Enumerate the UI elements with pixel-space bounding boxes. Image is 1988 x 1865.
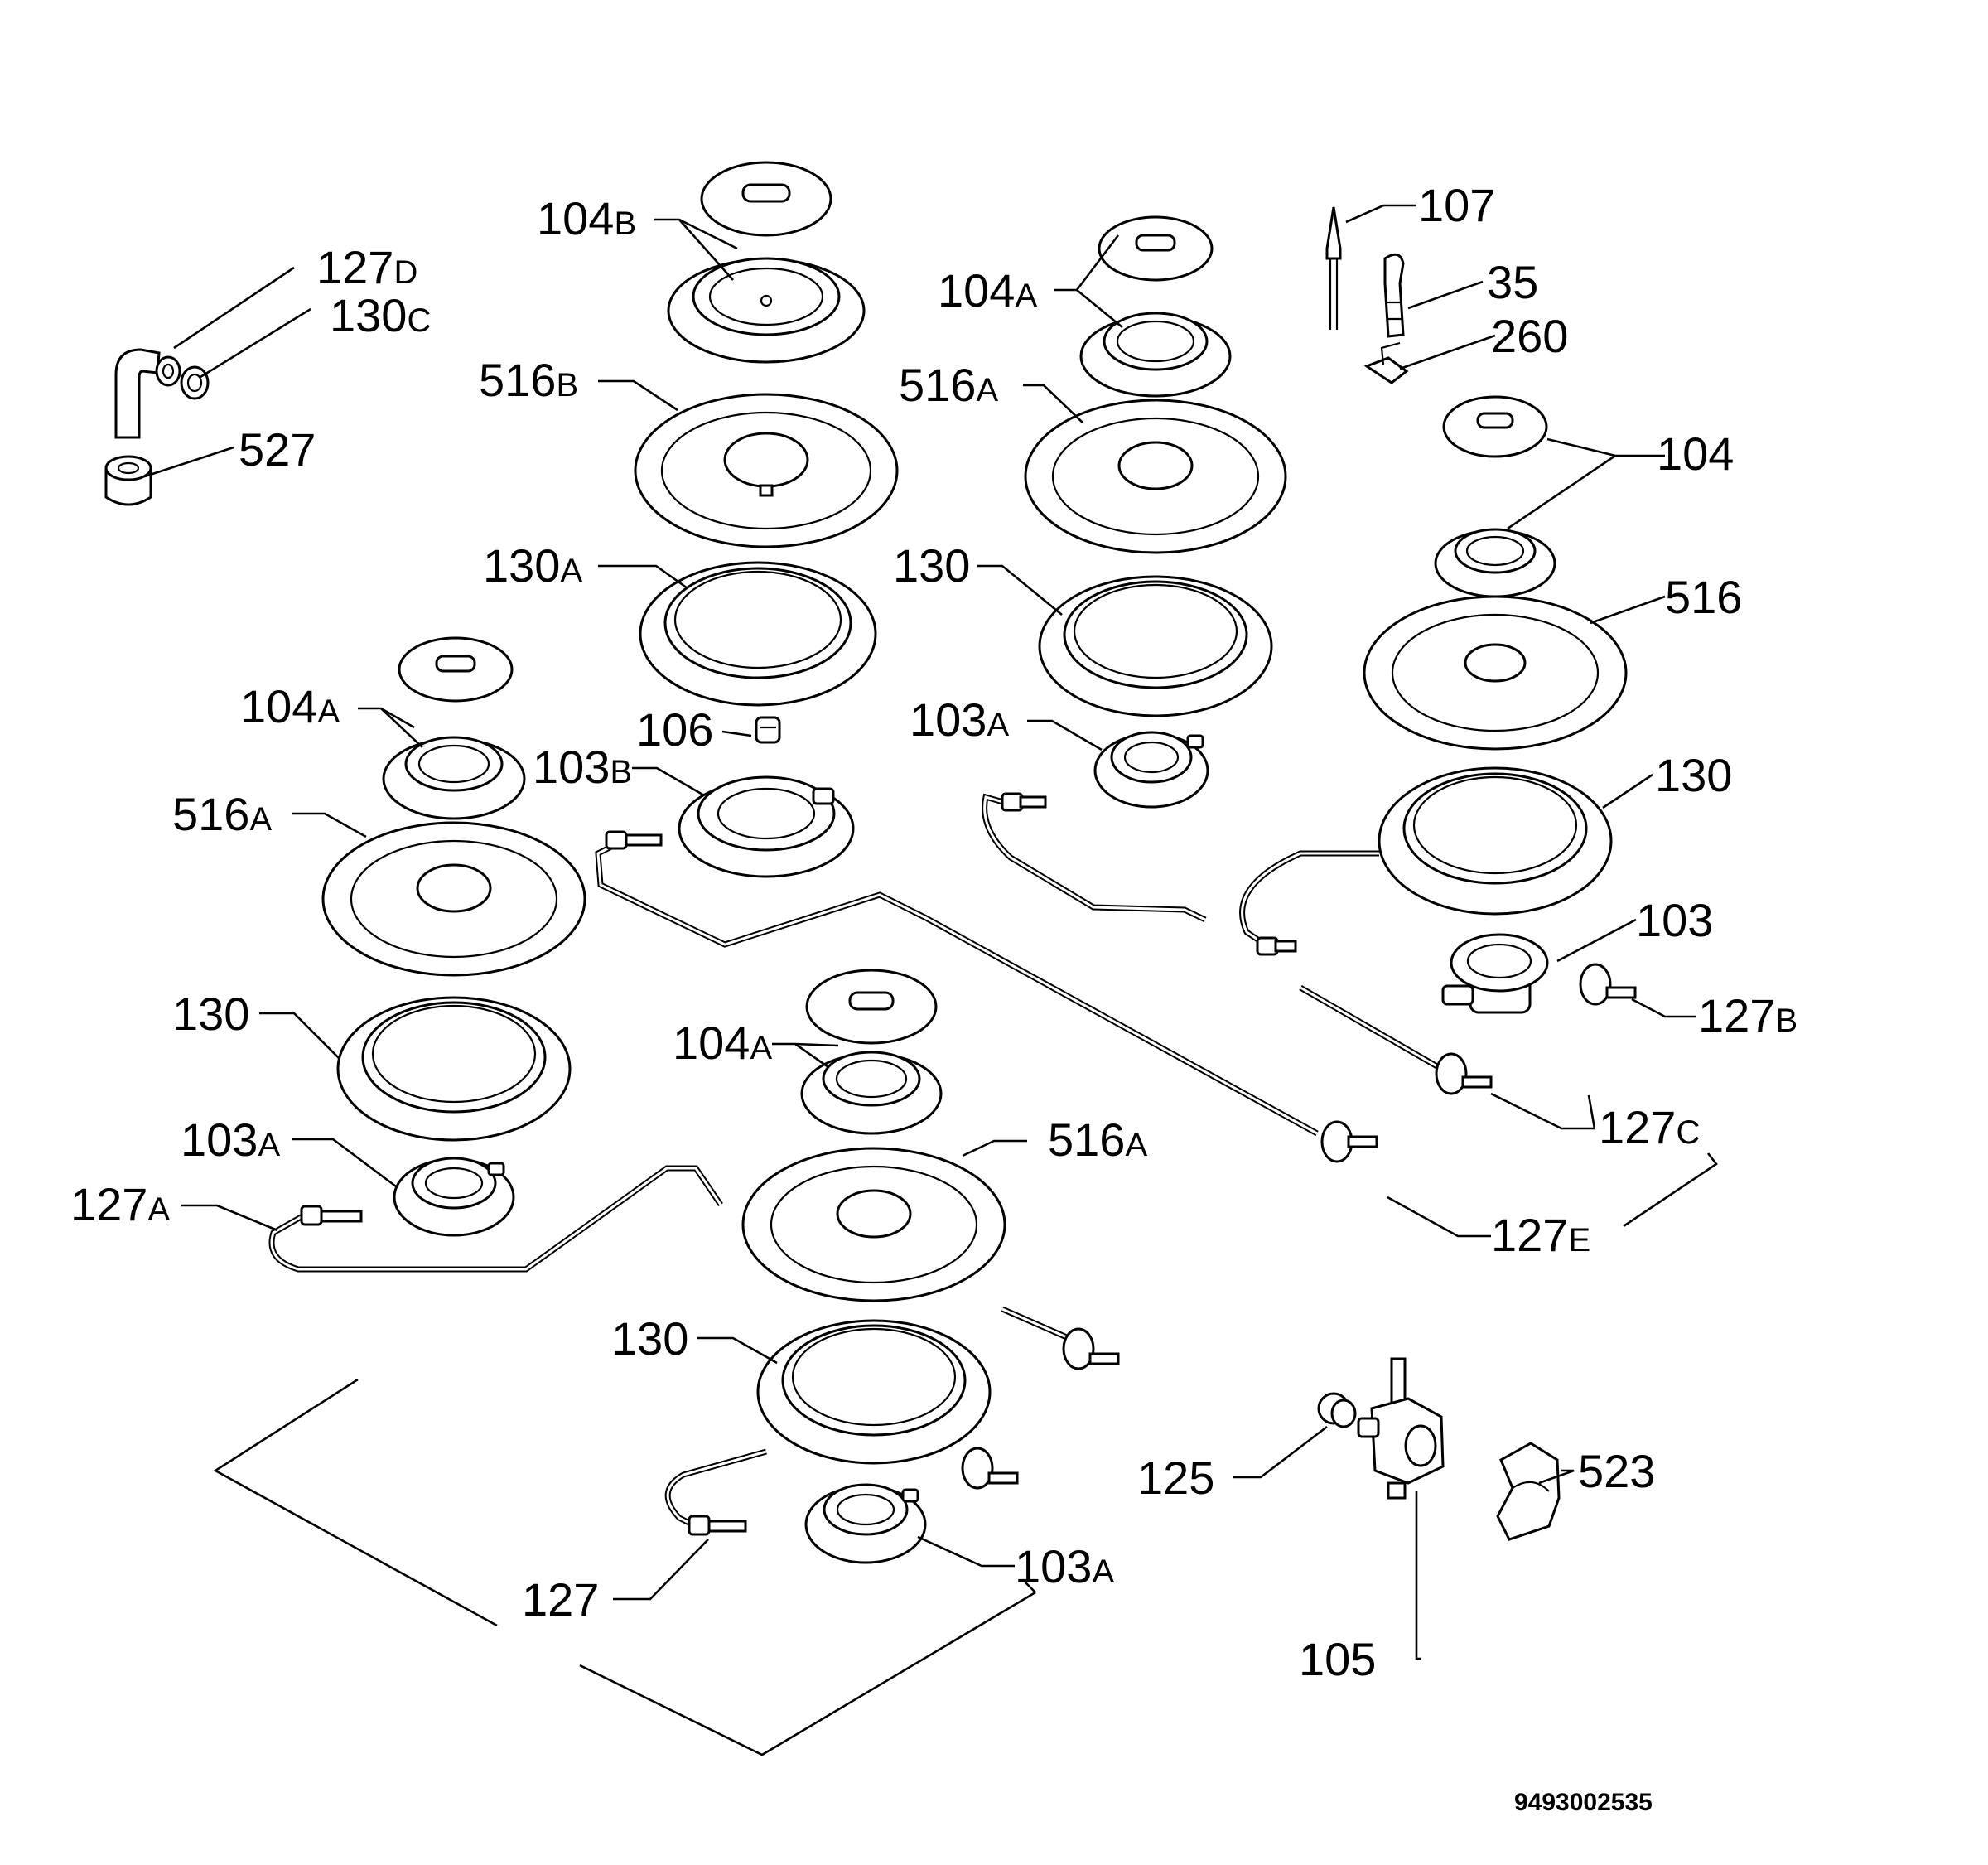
label-516a-front: 516A xyxy=(1048,1114,1147,1166)
burner-body-103a-front xyxy=(804,1483,927,1564)
nut-125 xyxy=(1317,1392,1357,1428)
burner-crown-104a-left xyxy=(382,736,526,820)
gasket-ring-130-front xyxy=(756,1319,992,1465)
label-125: 125 xyxy=(1137,1452,1214,1504)
label-516a-left: 516A xyxy=(172,788,272,840)
burner-cap-104a-center xyxy=(1098,215,1214,282)
label-130-front: 130 xyxy=(611,1312,688,1365)
label-527: 527 xyxy=(239,423,316,476)
gasket-ring-130a xyxy=(639,561,877,707)
label-103a-front: 103A xyxy=(1015,1540,1114,1592)
gas-pipe-127-front xyxy=(664,1306,1120,1536)
flame-spreader-516a-center xyxy=(1024,399,1287,554)
drawing-code: 9493002535 xyxy=(1514,1789,1653,1816)
burner-body-103a-center xyxy=(1093,731,1209,809)
flame-spreader-516 xyxy=(1363,595,1628,751)
leader-lines xyxy=(144,204,1718,1660)
injector-106 xyxy=(755,716,781,744)
washer-127d xyxy=(155,355,181,387)
flame-spreader-516a-front xyxy=(741,1147,1006,1302)
washer-130c xyxy=(180,365,210,400)
label-523: 523 xyxy=(1578,1445,1655,1497)
label-104a-front: 104A xyxy=(673,1017,772,1069)
burner-crown-104a-front xyxy=(800,1051,943,1135)
flame-spreader-516b xyxy=(634,393,899,548)
burner-body-103a-left xyxy=(393,1157,515,1237)
burner-crown-104 xyxy=(1434,528,1556,598)
burner-back-right xyxy=(1024,215,1287,809)
burner-right xyxy=(1363,395,1628,1014)
label-104b: 104B xyxy=(537,192,636,244)
label-127d: 127D xyxy=(316,241,417,293)
part-labels: 104B 127D 130C 527 516B 130A 106 103B 10… xyxy=(70,179,1797,1685)
label-103a-center: 103A xyxy=(910,693,1009,746)
gasket-ring-130-center xyxy=(1038,575,1273,717)
label-106: 106 xyxy=(636,703,713,756)
spark-electrode-35 xyxy=(1383,253,1405,338)
burner-crown-104a-center xyxy=(1079,312,1232,398)
elbow-pipe-127d xyxy=(114,348,161,439)
burner-left xyxy=(321,636,586,1237)
label-104a-left: 104A xyxy=(240,680,340,732)
gas-pipe-127e xyxy=(595,830,1378,1163)
label-130a: 130A xyxy=(483,539,582,592)
gas-tap-105 xyxy=(1357,1357,1445,1500)
burner-back-center xyxy=(634,161,899,878)
clip-260 xyxy=(1363,341,1409,384)
gas-pipe-127b xyxy=(1239,850,1637,1006)
bracket-523 xyxy=(1496,1442,1561,1541)
label-103: 103 xyxy=(1636,894,1713,946)
nut-527 xyxy=(104,455,152,506)
label-127e: 127E xyxy=(1491,1209,1590,1261)
label-516b: 516B xyxy=(479,354,578,406)
label-260: 260 xyxy=(1491,310,1568,362)
label-130-center: 130 xyxy=(893,539,970,592)
label-130-left: 130 xyxy=(172,988,249,1040)
label-104a-center: 104A xyxy=(938,264,1037,316)
gas-pipe-127a xyxy=(268,1165,723,1273)
label-130c: 130C xyxy=(330,289,431,341)
label-107: 107 xyxy=(1418,179,1495,231)
label-516: 516 xyxy=(1665,571,1742,623)
label-127c: 127C xyxy=(1599,1101,1700,1153)
burner-cap-104a-left xyxy=(398,636,514,703)
label-127a: 127A xyxy=(70,1178,170,1230)
gasket-ring-130-right xyxy=(1378,766,1613,916)
burner-cap-104b xyxy=(700,161,832,237)
burner-cap-104a-front xyxy=(805,969,938,1045)
label-127b: 127B xyxy=(1698,989,1797,1041)
label-130-right: 130 xyxy=(1655,749,1732,801)
burner-body-103 xyxy=(1441,933,1549,1014)
burner-crown-104b xyxy=(667,257,866,364)
burner-body-103b xyxy=(678,775,855,878)
label-516a-center: 516A xyxy=(899,359,998,411)
assembly-bracket xyxy=(213,1378,1036,1756)
burner-cap-104 xyxy=(1442,395,1548,458)
label-103a-left: 103A xyxy=(181,1114,280,1166)
thermocouple-107 xyxy=(1325,206,1342,330)
gas-pipe-127c xyxy=(982,792,1493,1095)
label-104: 104 xyxy=(1657,428,1734,480)
label-35: 35 xyxy=(1487,256,1538,308)
gasket-ring-130-left xyxy=(336,996,572,1142)
burner-front xyxy=(741,969,1006,1564)
label-105: 105 xyxy=(1299,1633,1376,1685)
label-127-front: 127 xyxy=(522,1573,599,1626)
flame-spreader-516a-left xyxy=(321,821,586,977)
label-103b: 103B xyxy=(533,741,632,793)
